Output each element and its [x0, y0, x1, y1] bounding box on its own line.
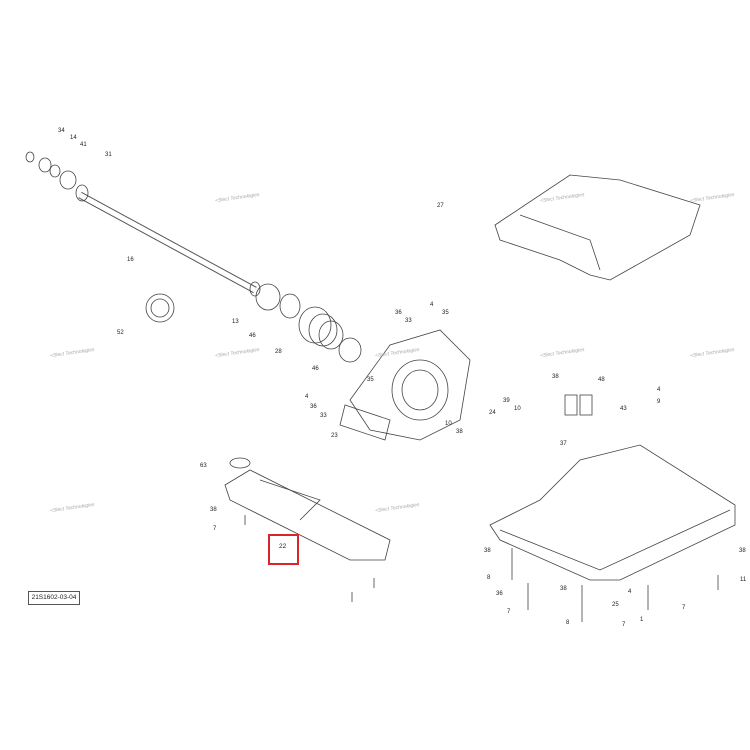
callout-23: 23 — [331, 433, 338, 439]
callout-34: 34 — [58, 128, 65, 134]
callout-4b: 4 — [305, 394, 309, 400]
callout-31: 31 — [105, 152, 112, 158]
callout-7c: 7 — [622, 622, 626, 628]
clamp-46 — [279, 293, 301, 319]
callout-38f: 38 — [739, 548, 746, 554]
bottom-plate — [489, 444, 736, 581]
callout-7d: 7 — [682, 605, 686, 611]
callout-16: 16 — [127, 257, 134, 263]
callout-4c: 4 — [657, 387, 661, 393]
callout-38c: 38 — [210, 507, 217, 513]
callout-28: 28 — [275, 349, 282, 355]
callout-14: 14 — [70, 135, 77, 141]
callout-52: 52 — [117, 330, 124, 336]
rubber-48 — [564, 394, 593, 416]
highlight-box — [268, 534, 299, 565]
callout-9: 9 — [657, 399, 661, 405]
bracket-22 — [224, 469, 391, 561]
bellows-28 — [298, 306, 344, 350]
callout-10: 10 — [514, 406, 521, 412]
callout-33: 33 — [405, 318, 412, 324]
callout-7: 7 — [213, 526, 217, 532]
callout-11: 11 — [740, 577, 747, 583]
callout-8: 8 — [487, 575, 491, 581]
callout-48: 48 — [598, 377, 605, 383]
callout-22: 22 — [279, 543, 287, 550]
reference-code: 21S1602-03-04 — [28, 591, 80, 605]
callout-4d: 4 — [628, 589, 632, 595]
ring-41 — [49, 164, 61, 178]
callout-36c: 36 — [496, 591, 503, 597]
callout-37: 37 — [560, 441, 567, 447]
callout-13: 13 — [232, 319, 239, 325]
callout-39: 39 — [503, 398, 510, 404]
callout-4: 4 — [430, 302, 434, 308]
seal-31 — [59, 170, 77, 190]
callout-25: 25 — [612, 602, 619, 608]
callout-63: 63 — [200, 463, 207, 469]
callout-27: 27 — [437, 203, 444, 209]
callout-36: 36 — [395, 310, 402, 316]
callout-1: 1 — [640, 617, 644, 623]
washer-63 — [229, 457, 251, 469]
callout-33b: 33 — [320, 413, 327, 419]
ring-14 — [38, 157, 52, 173]
bearing-13 — [255, 283, 281, 311]
drive-shaft — [75, 184, 261, 297]
housing-23 — [339, 329, 471, 441]
callout-38b: 38 — [456, 429, 463, 435]
callout-36b: 36 — [310, 404, 317, 410]
callout-24: 24 — [489, 410, 496, 416]
callout-43: 43 — [620, 406, 627, 412]
callout-46: 46 — [249, 333, 256, 339]
callout-7b: 7 — [507, 609, 511, 615]
bearing-52 — [145, 293, 175, 323]
ring-34 — [25, 151, 35, 163]
callout-10b: 10 — [445, 421, 452, 427]
callout-38e: 38 — [560, 586, 567, 592]
callout-8b: 8 — [566, 620, 570, 626]
callout-38: 38 — [552, 374, 559, 380]
callout-35b: 35 — [367, 377, 374, 383]
callout-35: 35 — [442, 310, 449, 316]
clamp-46b — [338, 337, 362, 363]
plate-27 — [494, 174, 701, 281]
callout-41: 41 — [80, 142, 87, 148]
callout-38d: 38 — [484, 548, 491, 554]
callout-46b: 46 — [312, 366, 319, 372]
